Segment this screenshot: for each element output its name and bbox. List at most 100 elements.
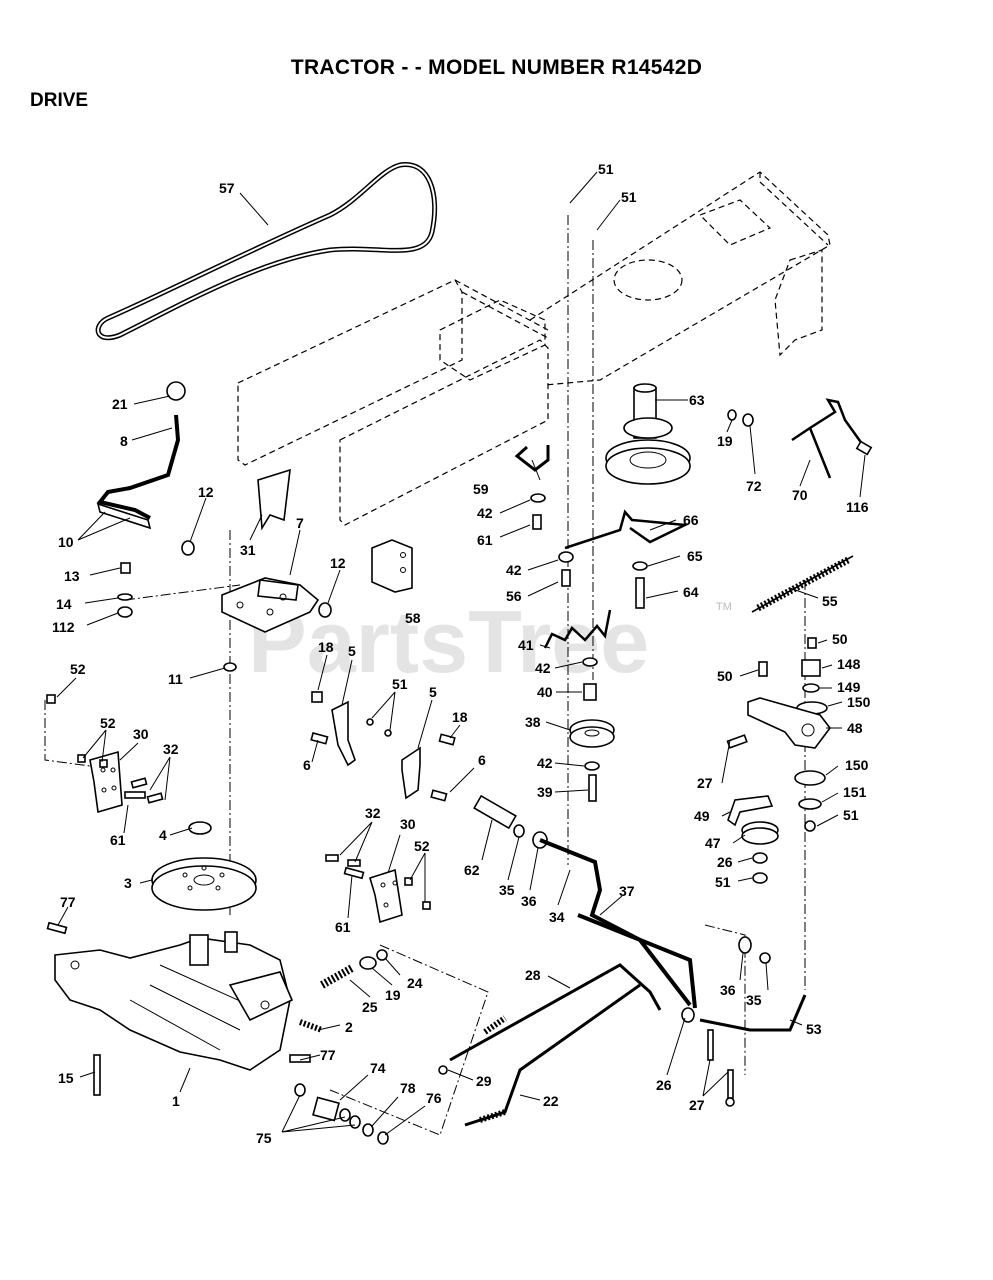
callout-70: 70 (792, 487, 808, 503)
callout-63: 63 (689, 392, 705, 408)
callout-12: 12 (330, 555, 346, 571)
callout-50: 50 (717, 668, 733, 684)
callout-11: 11 (168, 671, 183, 687)
shift-lever (96, 381, 186, 530)
rod-70 (791, 398, 867, 479)
callout-6: 6 (478, 752, 486, 768)
callout-149: 149 (837, 679, 861, 695)
callout-47: 47 (705, 835, 721, 851)
bracket-30b (369, 868, 403, 924)
pulley-3 (151, 857, 257, 911)
callout-37: 37 (619, 883, 635, 899)
shaft-34-37 (539, 838, 697, 1009)
callout-27: 27 (689, 1097, 705, 1113)
callout-35: 35 (746, 992, 762, 1008)
pulley-63 (605, 383, 691, 485)
callout-112: 112 (52, 619, 75, 635)
callout-42: 42 (477, 505, 493, 521)
pulley-47 (741, 821, 779, 845)
callout-59: 59 (473, 481, 489, 497)
callout-26: 26 (656, 1077, 672, 1093)
bracket-30a (89, 750, 123, 814)
callout-22: 22 (543, 1093, 559, 1109)
spring-55 (751, 555, 854, 613)
key-4 (188, 821, 212, 835)
rod-62 (473, 794, 517, 830)
callout-15: 15 (58, 1070, 74, 1086)
callout-48: 48 (847, 720, 863, 736)
callout-51: 51 (843, 807, 859, 823)
spring-25 (320, 964, 354, 989)
nut-13 (120, 562, 131, 574)
callout-19: 19 (385, 987, 401, 1003)
callout-39: 39 (537, 784, 553, 800)
callout-150: 150 (845, 757, 869, 773)
transaxle-1 (54, 931, 294, 1071)
callout-27: 27 (697, 775, 713, 791)
callout-29: 29 (476, 1073, 492, 1089)
callout-18: 18 (452, 709, 468, 725)
callout-18: 18 (318, 639, 334, 655)
callout-74: 74 (370, 1060, 386, 1076)
washer-12b (318, 602, 332, 618)
callout-57: 57 (219, 180, 235, 196)
callout-151: 151 (843, 784, 867, 800)
callout-42: 42 (535, 660, 551, 676)
callout-76: 76 (426, 1090, 442, 1106)
watermark-tm: TM (716, 601, 732, 613)
callout-32: 32 (163, 741, 179, 757)
callout-10: 10 (58, 534, 74, 550)
callout-56: 56 (506, 588, 522, 604)
callout-40: 40 (537, 684, 553, 700)
callout-52: 52 (100, 715, 116, 731)
callout-52: 52 (414, 838, 430, 854)
bracket-5b (401, 746, 421, 800)
callout-26: 26 (717, 854, 733, 870)
page-title: TRACTOR - - MODEL NUMBER R14542D (290, 56, 703, 79)
callout-38: 38 (525, 714, 541, 730)
callout-77: 77 (60, 894, 76, 910)
callout-36: 36 (521, 893, 537, 909)
callout-13: 13 (64, 568, 80, 584)
spring-2 (298, 1019, 324, 1033)
callout-51: 51 (621, 189, 637, 205)
callout-66: 66 (683, 512, 699, 528)
callout-42: 42 (537, 755, 553, 771)
callout-24: 24 (407, 975, 423, 991)
callout-61: 61 (477, 532, 493, 548)
callout-51: 51 (715, 874, 731, 890)
washer-14 (117, 593, 133, 601)
bracket-7 (221, 577, 320, 633)
callout-77: 77 (320, 1047, 336, 1063)
callout-148: 148 (837, 656, 861, 672)
callout-5: 5 (429, 684, 437, 700)
callout-50: 50 (832, 631, 848, 647)
callout-36: 36 (720, 982, 736, 998)
washer-112 (117, 606, 133, 618)
callout-labels: 57 51 51 21 8 12 10 31 7 12 13 14 112 58… (52, 161, 871, 1146)
callout-78: 78 (400, 1080, 416, 1096)
callout-41: 41 (518, 637, 534, 653)
callout-62: 62 (464, 862, 480, 878)
link-rod-28-22 (449, 963, 662, 1127)
washer-11 (223, 662, 237, 672)
callout-64: 64 (683, 584, 699, 600)
drive-belt (95, 162, 438, 341)
callout-51: 51 (598, 161, 614, 177)
callout-72: 72 (746, 478, 762, 494)
callout-150: 150 (847, 694, 871, 710)
callout-35: 35 (499, 882, 515, 898)
rod-53 (699, 994, 807, 1032)
idler-pulley-38 (569, 719, 615, 748)
callout-58: 58 (405, 610, 421, 626)
callout-21: 21 (112, 396, 128, 412)
callout-55: 55 (822, 593, 838, 609)
lever-66 (564, 509, 690, 550)
shield-31 (257, 468, 291, 531)
bracket-58 (371, 539, 413, 593)
callout-53: 53 (806, 1021, 822, 1037)
callout-14: 14 (56, 596, 72, 612)
callout-32: 32 (365, 805, 381, 821)
spring-41 (543, 609, 612, 649)
